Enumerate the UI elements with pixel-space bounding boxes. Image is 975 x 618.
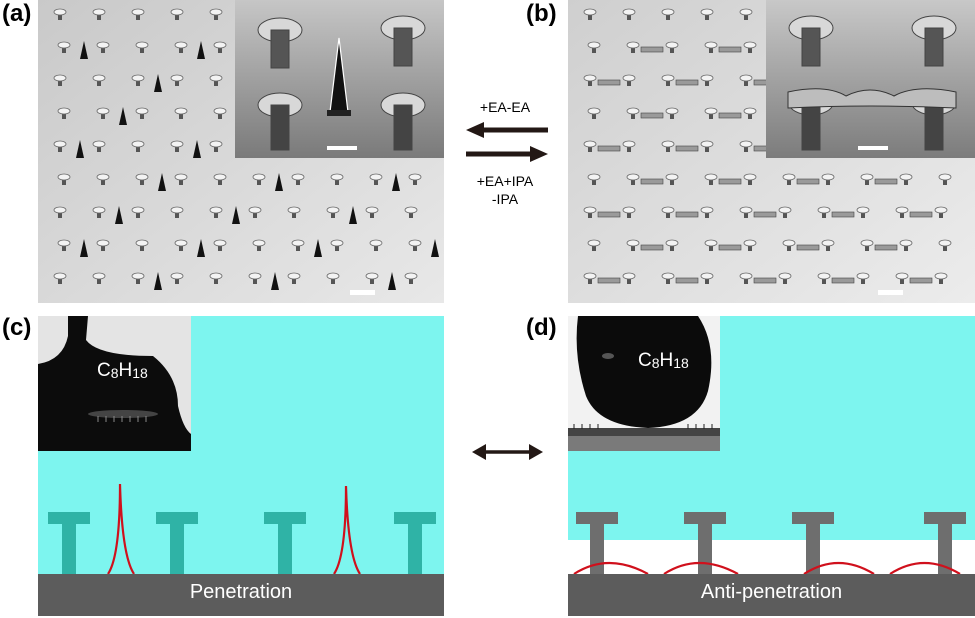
panel-label-a: (a) <box>2 0 32 27</box>
fibers-d <box>573 561 961 575</box>
pillars-c <box>48 512 436 574</box>
arrow-label-ea-ipa: +EA+IPA <box>476 173 534 189</box>
label-anti-penetration: Anti-penetration <box>700 581 843 603</box>
sem-inset-b <box>766 0 975 158</box>
droplet-inset-d <box>568 316 720 451</box>
arrow-label-ea: +EA-EA <box>479 99 531 115</box>
sem-inset-a <box>235 0 444 158</box>
arrow-label-ipa: -IPA <box>491 191 519 207</box>
droplet-label-c: C8H18 <box>97 360 148 381</box>
panel-label-c: (c) <box>2 314 32 341</box>
transition-arrows <box>466 122 548 162</box>
double-arrow <box>472 444 543 460</box>
substrate-d <box>568 574 975 616</box>
droplet-label-d: C8H18 <box>638 350 689 371</box>
label-penetration: Penetration <box>189 581 293 603</box>
droplet-inset-c <box>38 316 191 451</box>
panel-label-d: (d) <box>526 314 557 341</box>
panel-label-b: (b) <box>526 0 557 27</box>
scale-bar-b <box>878 290 903 295</box>
substrate-c <box>38 574 444 616</box>
fibers-c <box>107 483 361 575</box>
pillars-d <box>576 512 966 574</box>
scale-bar-a <box>350 290 375 295</box>
